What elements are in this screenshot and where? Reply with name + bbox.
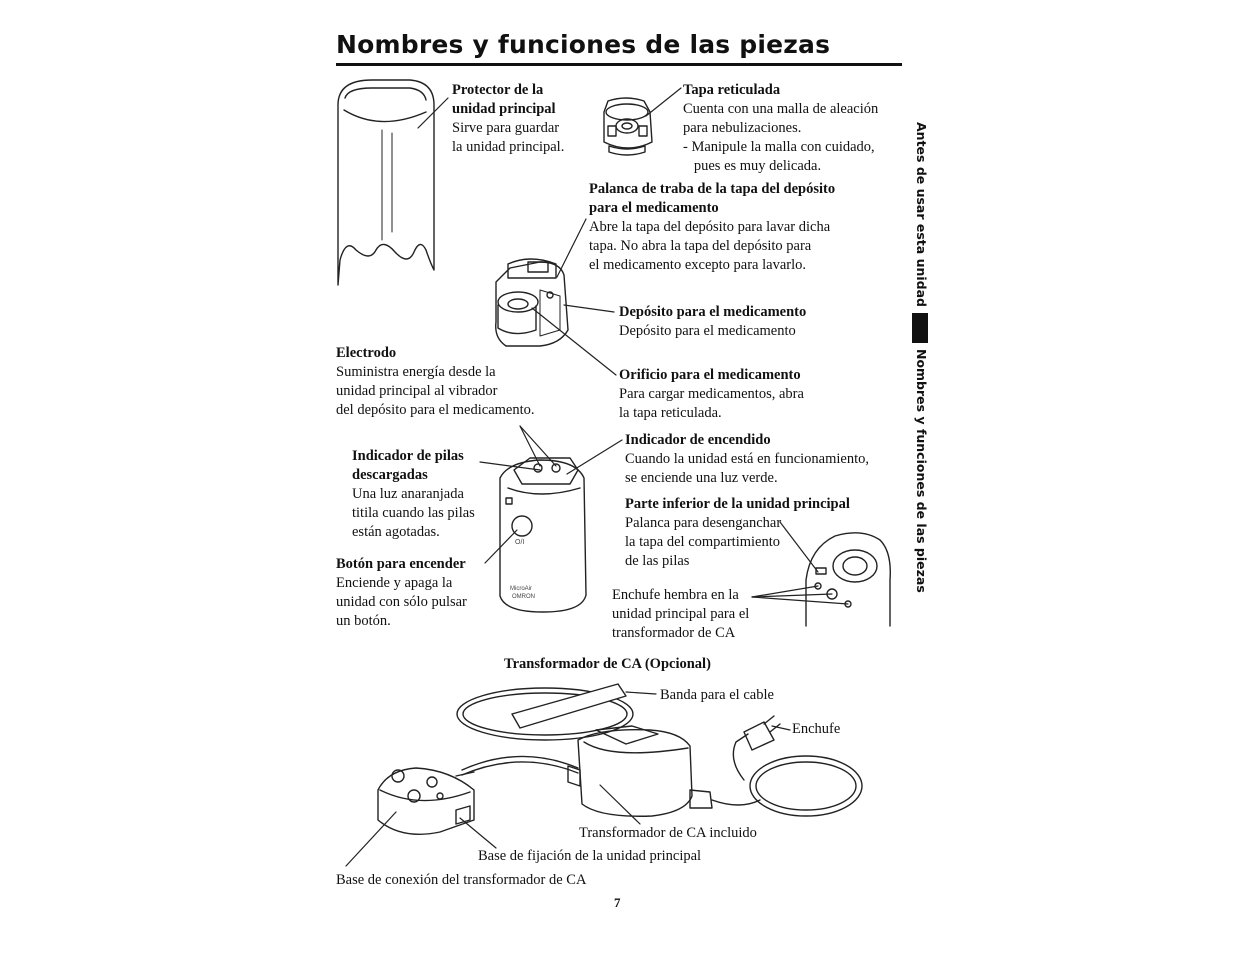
protector-name-2: unidad principal (452, 101, 556, 117)
tapa-desc-1: Cuenta con una malla de aleación (683, 101, 879, 117)
boton-desc-3: un botón. (336, 613, 391, 629)
indicador-encendido-name: Indicador de encendido (625, 432, 771, 448)
protector-desc-2: la unidad principal. (452, 139, 565, 155)
palanca-name-1: Palanca de traba de la tapa del depósito (589, 181, 836, 197)
enchufe-hembra-desc-1: Enchufe hembra en la (612, 587, 739, 603)
deposito-name: Depósito para el medicamento (619, 304, 807, 320)
label-banda: Banda para el cable (660, 687, 774, 703)
tapa-name: Tapa reticulada (683, 82, 781, 98)
indicador-pilas-desc-1: Una luz anaranjada (352, 486, 464, 502)
transformer-heading: Transformador de CA (Opcional) (504, 656, 711, 672)
protector-block: Protector de la unidad principal Sirve p… (452, 81, 564, 157)
deposito-block: Depósito para el medicamento Depósito pa… (619, 303, 806, 341)
parte-inferior-desc-3: de las pilas (625, 553, 690, 569)
parte-inferior-desc-1: Palanca para desenganchar (625, 515, 782, 531)
deposito-desc: Depósito para el medicamento (619, 323, 796, 339)
parte-inferior-name: Parte inferior de la unidad principal (625, 496, 850, 512)
main-unit-illustration (479, 425, 623, 613)
indicador-pilas-name-2: descargadas (352, 467, 428, 483)
indicador-encendido-desc-1: Cuando la unidad está en funcionamiento, (625, 451, 870, 467)
title-rule (336, 63, 902, 66)
boton-name: Botón para encender (336, 556, 466, 572)
electrodo-block: Electrodo Suministra energía desde la un… (336, 344, 535, 420)
protector-cover-illustration (337, 79, 449, 286)
tapa-block: Tapa reticulada Cuenta con una malla de … (683, 81, 878, 176)
label-incluido: Transformador de CA incluido (579, 825, 757, 841)
palanca-name-2: para el medicamento (589, 200, 719, 216)
parte-inferior-desc-2: la tapa del compartimiento (625, 534, 781, 550)
indicador-pilas-desc-2: titila cuando las pilas (352, 505, 475, 521)
enchufe-hembra-desc-3: transformador de CA (612, 625, 736, 641)
mesh-cap-illustration (603, 87, 682, 156)
boton-block: Botón para encender Enciende y apaga la … (336, 555, 467, 631)
tapa-desc-4: pues es muy delicada. (683, 158, 822, 174)
ac-transformer-illustration (345, 683, 863, 867)
protector-name-1: Protector de la (452, 82, 544, 98)
tapa-desc-2: para nebulizaciones. (683, 120, 802, 136)
power-label: O/I (515, 539, 524, 546)
indicador-pilas-block: Indicador de pilas descargadas Una luz a… (352, 447, 475, 542)
label-enchufe: Enchufe (792, 721, 841, 737)
bottom-view-illustration (751, 521, 891, 627)
orificio-block: Orificio para el medicamento Para cargar… (619, 366, 804, 423)
palanca-desc-2: tapa. No abra la tapa del depósito para (589, 238, 812, 254)
orificio-desc-1: Para cargar medicamentos, abra (619, 386, 804, 402)
palanca-desc-1: Abre la tapa del depósito para lavar dic… (589, 219, 831, 235)
brand-label: OMRON (512, 594, 535, 600)
boton-desc-2: unidad con sólo pulsar (336, 594, 467, 610)
protector-desc-1: Sirve para guardar (452, 120, 560, 136)
palanca-block: Palanca de traba de la tapa del depósito… (589, 180, 835, 275)
indicador-pilas-name-1: Indicador de pilas (352, 448, 464, 464)
enchufe-hembra-block: Enchufe hembra en la unidad principal pa… (612, 586, 749, 643)
electrodo-desc-3: del depósito para el medicamento. (336, 402, 535, 418)
parte-inferior-block: Parte inferior de la unidad principal Pa… (625, 495, 850, 571)
indicador-encendido-desc-2: se enciende una luz verde. (625, 470, 778, 486)
page-title: Nombres y funciones de las piezas (336, 30, 831, 59)
label-base-fijacion: Base de fijación de la unidad principal (478, 848, 702, 864)
orificio-desc-2: la tapa reticulada. (619, 405, 722, 421)
indicador-pilas-desc-3: están agotadas. (352, 524, 440, 540)
model-label: MicroAir (510, 586, 532, 592)
palanca-desc-3: el medicamento excepto para lavarlo. (589, 257, 806, 273)
boton-desc-1: Enciende y apaga la (336, 575, 453, 591)
medication-tank-illustration (495, 218, 617, 376)
indicador-encendido-block: Indicador de encendido Cuando la unidad … (625, 431, 869, 488)
electrodo-name: Electrodo (336, 345, 397, 361)
tapa-desc-3: - Manipule la malla con cuidado, (683, 139, 875, 155)
electrodo-desc-2: unidad principal al vibrador (336, 383, 498, 399)
orificio-name: Orificio para el medicamento (619, 367, 801, 383)
page-number: 7 (614, 895, 621, 910)
electrodo-desc-1: Suministra energía desde la (336, 364, 496, 380)
enchufe-hembra-desc-2: unidad principal para el (612, 606, 750, 622)
label-base-conexion: Base de conexión del transformador de CA (336, 872, 587, 888)
